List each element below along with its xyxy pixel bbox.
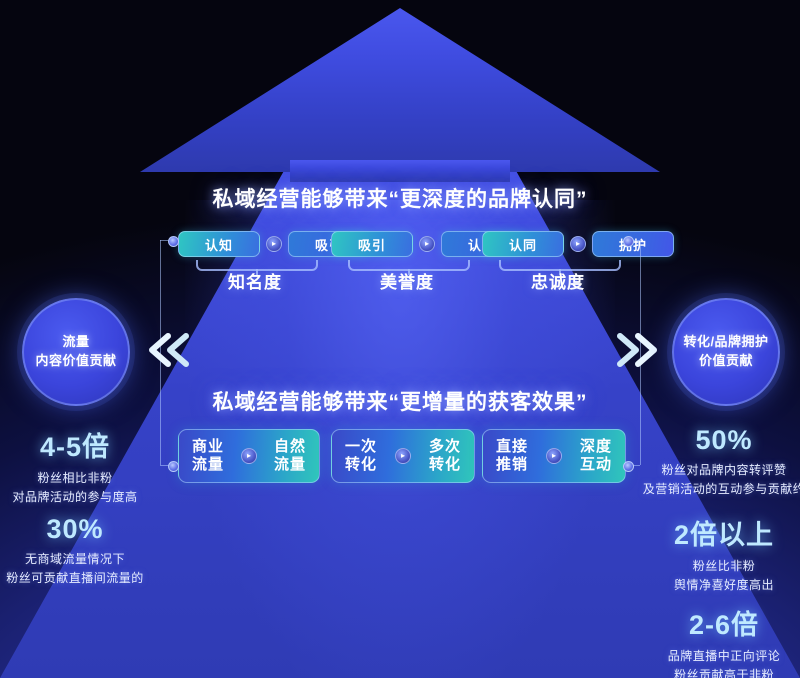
bracket-loyalty bbox=[499, 260, 621, 275]
stat-left-1: 4-5倍 粉丝相比非粉 对品牌活动的参与度高 bbox=[0, 425, 185, 506]
effect-box-conversion-right: 多次 转化 bbox=[429, 438, 461, 475]
effect-box-interaction[interactable]: 直接 推销 ▸ 深度 互动 bbox=[482, 429, 626, 483]
text-line: 无商域流量情况下 bbox=[24, 552, 125, 566]
caption-awareness: 知名度 bbox=[228, 273, 282, 292]
double-chevron-left-icon bbox=[146, 330, 192, 370]
rail-dot-right-bottom bbox=[623, 461, 634, 472]
circle-left-line1: 流量 bbox=[62, 334, 90, 350]
effect-box-conversion-left: 一次 转化 bbox=[345, 438, 377, 475]
caption-reputation: 美誉度 bbox=[380, 273, 434, 292]
stat-description: 无商域流量情况下 粉丝可贡献直播间流量的 bbox=[0, 550, 185, 587]
text-line: 互动 bbox=[579, 456, 612, 473]
text-line: 粉丝对品牌内容转评赞 bbox=[661, 463, 787, 477]
text-line: 深度 bbox=[579, 437, 612, 455]
stat-right-3: 2-6倍 品牌直播中正向评论 粉丝贡献高于非粉 bbox=[614, 603, 800, 678]
stat-value: 4-5倍 bbox=[39, 432, 111, 462]
rail-left-bottom-arm bbox=[160, 465, 172, 466]
headline-acquisition-effect: 私域经营能够带来“更增量的获客效果” bbox=[212, 391, 588, 414]
text-line: 转化 bbox=[345, 456, 378, 473]
effect-box-interaction-right: 深度 互动 bbox=[580, 438, 612, 475]
effect-box-conversion[interactable]: 一次 转化 ▸ 多次 转化 bbox=[331, 429, 475, 483]
stat-description: 粉丝比非粉 舆情净喜好度高出 bbox=[614, 557, 800, 594]
circle-conversion-value[interactable]: 转化/品牌拥护 价值贡献 bbox=[672, 298, 780, 406]
effect-box-traffic[interactable]: 商业 流量 ▸ 自然 流量 bbox=[178, 429, 320, 483]
effect-box-interaction-left: 直接 推销 bbox=[496, 438, 528, 475]
text-line: 粉丝贡献高于非粉 bbox=[673, 667, 774, 678]
text-line: 一次 bbox=[345, 437, 378, 455]
text-line: 对品牌活动的参与度高 bbox=[12, 489, 138, 504]
text-line: 粉丝可贡献直播间流量的 bbox=[6, 570, 144, 585]
stat-description: 粉丝相比非粉 对品牌活动的参与度高 bbox=[0, 469, 185, 506]
stat-right-1: 50% 粉丝对品牌内容转评赞 及营销活动的互动参与贡献约 bbox=[614, 425, 800, 498]
circle-traffic-value[interactable]: 流量 内容价值贡献 bbox=[22, 298, 130, 406]
circle-right-line2: 价值贡献 bbox=[698, 353, 753, 368]
effect-box-traffic-left: 商业 流量 bbox=[192, 438, 224, 475]
rail-right-bottom-arm bbox=[628, 465, 640, 466]
text-line: 流量 bbox=[192, 456, 225, 473]
rail-dot-right-top bbox=[623, 236, 634, 247]
stat-left-2: 30% 无商域流量情况下 粉丝可贡献直播间流量的 bbox=[0, 514, 185, 587]
rail-dot-left-top bbox=[168, 236, 179, 247]
arrow-separator-icon: ▸ bbox=[241, 448, 257, 464]
stat-value: 2-6倍 bbox=[688, 610, 760, 640]
rail-left bbox=[160, 240, 161, 465]
text-line: 自然 bbox=[273, 437, 306, 455]
text-line: 直接 bbox=[496, 437, 529, 455]
bracket-awareness bbox=[196, 260, 318, 275]
arrow-separator-icon: ▸ bbox=[266, 236, 282, 252]
stat-value: 30% bbox=[46, 514, 104, 544]
text-line: 品牌直播中正向评论 bbox=[667, 649, 781, 663]
text-line: 流量 bbox=[273, 456, 306, 473]
text-line: 商业 bbox=[192, 437, 225, 455]
rail-right bbox=[640, 240, 641, 465]
stat-right-2: 2倍以上 粉丝比非粉 舆情净喜好度高出 bbox=[614, 513, 800, 594]
pill-stage-2-left[interactable]: 吸引 bbox=[331, 231, 413, 257]
text-line: 及营销活动的互动参与贡献约 bbox=[642, 481, 800, 496]
double-chevron-right-icon bbox=[614, 330, 660, 370]
bracket-reputation bbox=[348, 260, 470, 275]
rail-right-top-arm bbox=[628, 240, 640, 241]
circle-left-line2: 内容价值贡献 bbox=[35, 353, 117, 368]
text-line: 舆情净喜好度高出 bbox=[673, 577, 774, 592]
arrow-separator-icon: ▸ bbox=[395, 448, 411, 464]
arrow-separator-icon: ▸ bbox=[419, 236, 435, 252]
pill-stage-3-left[interactable]: 认同 bbox=[482, 231, 564, 257]
stat-value: 2倍以上 bbox=[673, 520, 775, 550]
text-line: 推销 bbox=[496, 456, 529, 473]
stage-group-loyalty: 认同 ▸ 拥护 bbox=[482, 231, 674, 257]
text-line: 多次 bbox=[428, 437, 461, 455]
circle-right-line1: 转化/品牌拥护 bbox=[683, 334, 769, 350]
stat-description: 品牌直播中正向评论 粉丝贡献高于非粉 bbox=[614, 647, 800, 678]
pill-stage-1-left[interactable]: 认知 bbox=[178, 231, 260, 257]
text-line: 粉丝相比非粉 bbox=[37, 471, 113, 485]
stat-description: 粉丝对品牌内容转评赞 及营销活动的互动参与贡献约 bbox=[614, 461, 800, 498]
caption-loyalty: 忠诚度 bbox=[531, 273, 585, 292]
effect-box-traffic-right: 自然 流量 bbox=[274, 438, 306, 475]
rail-left-top-arm bbox=[160, 240, 172, 241]
arrow-separator-icon: ▸ bbox=[570, 236, 586, 252]
headline-brand-identity: 私域经营能够带来“更深度的品牌认同” bbox=[212, 188, 588, 211]
stat-value: 50% bbox=[695, 425, 753, 455]
rail-dot-left-bottom bbox=[168, 461, 179, 472]
text-line: 转化 bbox=[428, 456, 461, 473]
stage-pill-row: 认知 ▸ 吸引 吸引 ▸ 认同 认同 ▸ 拥护 bbox=[0, 231, 800, 257]
text-line: 粉丝比非粉 bbox=[692, 559, 756, 573]
arrow-separator-icon: ▸ bbox=[546, 448, 562, 464]
